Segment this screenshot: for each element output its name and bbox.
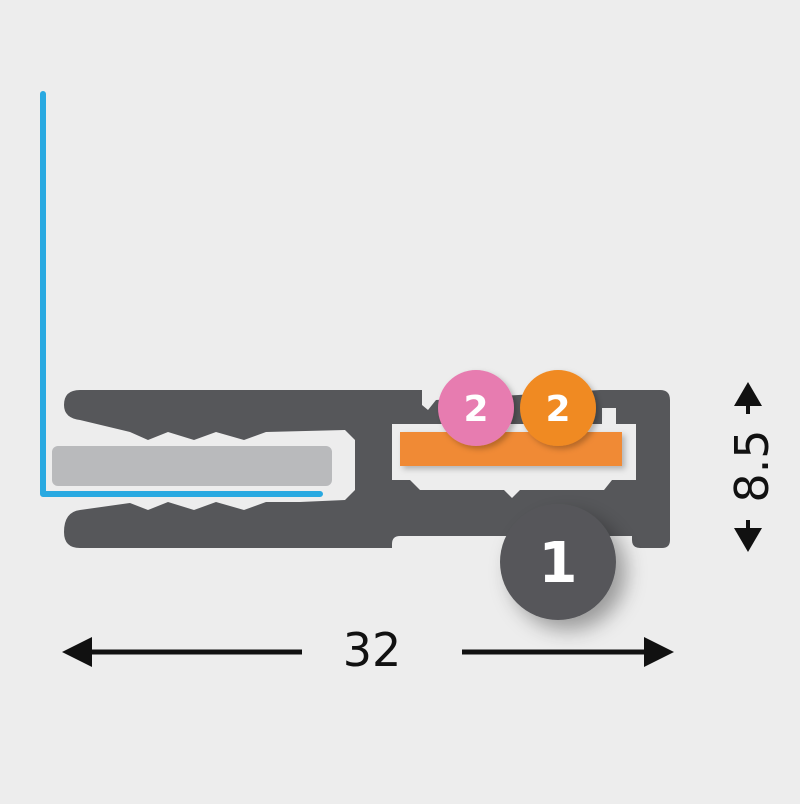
width-label: 32 <box>343 623 402 677</box>
callout-orange-label: 2 <box>545 389 570 430</box>
width-arrow-left-head <box>62 637 92 667</box>
insert-strip <box>400 432 622 466</box>
height-dimension: 8.5 <box>725 382 779 552</box>
callout-pink-label: 2 <box>463 389 488 430</box>
callout-dark: 1 <box>500 504 616 620</box>
width-dimension: 32 <box>62 623 674 677</box>
height-label: 8.5 <box>725 429 779 502</box>
wall-line <box>40 91 323 497</box>
glass-panel <box>52 446 332 486</box>
height-arrow-down-head <box>734 528 762 552</box>
callout-orange: 2 <box>520 370 596 446</box>
right-slot <box>602 408 616 430</box>
callout-dark-label: 1 <box>539 531 578 596</box>
width-arrow-right-head <box>644 637 674 667</box>
height-arrow-up-head <box>734 382 762 406</box>
callout-pink: 2 <box>438 370 514 446</box>
